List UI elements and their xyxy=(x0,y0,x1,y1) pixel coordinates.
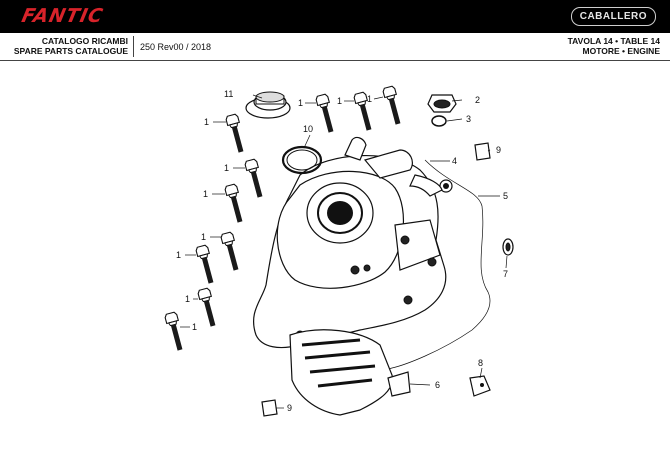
header-divider xyxy=(133,36,134,57)
callout-labels: 11 10 1 1 1 1 1 1 1 1 1 1 2 3 4 5 6 7 8 … xyxy=(176,89,508,413)
model-revision: 250 Rev00 / 2018 xyxy=(140,42,212,52)
sealing-washer xyxy=(431,115,447,127)
bushing-bottom xyxy=(261,399,278,417)
seal xyxy=(502,238,514,256)
callout-4: 4 xyxy=(452,156,457,166)
callout-5: 5 xyxy=(503,191,508,201)
table-number: TAVOLA 14 • TABLE 14 xyxy=(567,36,660,46)
catalog-header: CATALOGO RICAMBI SPARE PARTS CATALOGUE 2… xyxy=(0,33,670,61)
drain-plug xyxy=(427,94,457,113)
callout-9-b: 9 xyxy=(287,403,292,413)
callout-10: 10 xyxy=(303,124,313,134)
top-bar: FANTIC CABALLERO xyxy=(0,0,670,33)
callout-3: 3 xyxy=(466,114,471,124)
catalog-title-it: CATALOGO RICAMBI xyxy=(41,36,128,46)
callout-1-g: 1 xyxy=(201,232,206,242)
lower-cover xyxy=(289,329,411,416)
callout-9-a: 9 xyxy=(496,145,501,155)
callout-1-e: 1 xyxy=(224,163,229,173)
callout-1-b: 1 xyxy=(298,98,303,108)
brand-logo: FANTIC xyxy=(19,5,106,27)
callout-1-f: 1 xyxy=(203,189,208,199)
callout-11: 11 xyxy=(224,89,233,99)
callout-1-a: 1 xyxy=(204,117,209,127)
callout-6: 6 xyxy=(435,380,440,390)
callout-1-i: 1 xyxy=(185,294,190,304)
model-badge: CABALLERO xyxy=(570,7,656,26)
catalog-title: CATALOGO RICAMBI SPARE PARTS CATALOGUE xyxy=(0,36,128,56)
clip xyxy=(469,375,491,397)
o-ring xyxy=(281,145,323,175)
catalog-title-en: SPARE PARTS CATALOGUE xyxy=(13,46,128,56)
callout-2: 2 xyxy=(475,95,480,105)
callout-8: 8 xyxy=(478,358,483,368)
callout-1-h: 1 xyxy=(176,250,181,260)
oil-filler-cap xyxy=(245,91,291,119)
exploded-diagram: 11 10 1 1 1 1 1 1 1 1 1 1 2 3 4 5 6 7 8 … xyxy=(163,85,514,417)
bushing-top xyxy=(474,142,491,161)
table-info: TAVOLA 14 • TABLE 14 MOTORE • ENGINE xyxy=(568,36,660,56)
section-name: MOTORE • ENGINE xyxy=(582,46,660,56)
callout-1-d: 1 xyxy=(367,94,372,104)
callout-7: 7 xyxy=(503,269,508,279)
engine-cover xyxy=(253,136,453,349)
callout-1-c: 1 xyxy=(337,96,342,106)
callout-1-j: 1 xyxy=(192,322,197,332)
